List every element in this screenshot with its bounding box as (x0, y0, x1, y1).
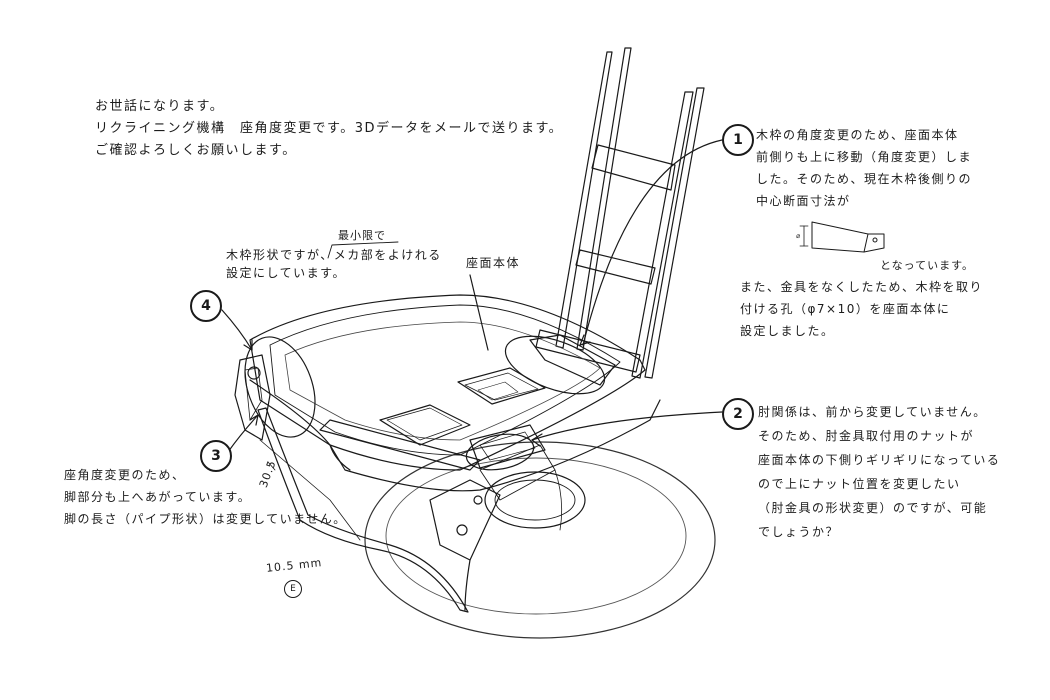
frame-note-line-2: 設定にしています。 (226, 266, 346, 280)
leader-3 (227, 414, 259, 453)
callout-3-line: 脚部分も上へあがっています。 (64, 490, 252, 504)
callout-1-after-sketch: となっています。 (880, 259, 975, 272)
svg-text:⌀: ⌀ (796, 232, 800, 240)
leader-1 (582, 139, 723, 346)
callout-1-text: 木枠の角度変更のため、座面本体 前側りも上に移動（角度変更）しま した。そのため… (756, 124, 972, 212)
callout-3-line: 座角度変更のため、 (64, 468, 186, 482)
callout-1-more-line: 付ける孔（φ7×10）を座面本体に (740, 302, 951, 316)
callout-number-2: 2 (722, 398, 754, 430)
callout-ellipse-4 (244, 336, 316, 438)
seat-body-label: 座面本体 (466, 256, 521, 270)
callout-2-line: ので上にナット位置を変更したい (758, 477, 961, 491)
callout-1-more-line: また、金具をなくしたため、木枠を取り (740, 280, 984, 294)
minimum-note: 最小限で (338, 229, 386, 242)
callout-number-1: 1 (722, 124, 754, 156)
callout-1-line: 中心断面寸法が (756, 194, 851, 208)
back-frame (535, 47, 705, 379)
callout-2-line: でしょうか？ (758, 525, 840, 539)
callout-1-line: 木枠の角度変更のため、座面本体 (756, 128, 959, 142)
callout-2-line: 座面本体の下側りギリギリになっている (758, 453, 1001, 467)
frame-note: 木枠形状ですが、メカ部をよけれる 設定にしています。 (226, 246, 442, 282)
callout-number-3: 3 (200, 440, 232, 472)
leader-seat-body (469, 274, 489, 351)
intro-note: お世話になります。 リクライニング機構 座角度変更です。3Dデータをメールで送り… (95, 96, 563, 162)
callout-2-line: 肘関係は、前から変更していません。 (758, 405, 987, 419)
callout-3-text: 座角度変更のため、 脚部分も上へあがっています。 脚の長さ（パイプ形状）は変更し… (64, 464, 347, 530)
callout-ellipse-2 (465, 433, 535, 471)
callout-1-more-line: 設定しました。 (740, 324, 835, 338)
callout-ellipse-1 (504, 335, 606, 395)
callout-2-line: （肘金具の形状変更）のですが、可能 (758, 501, 988, 515)
callout-1-more: また、金具をなくしたため、木枠を取り 付ける孔（φ7×10）を座面本体に 設定し… (740, 276, 983, 342)
callout-1-line: した。そのため、現在木枠後側りの (756, 172, 973, 186)
callout-1-line: 前側りも上に移動（角度変更）しま (756, 150, 973, 164)
intro-line-3: ご確認よろしくお願いします。 (95, 143, 297, 158)
section-sketch (799, 221, 885, 253)
leader-2 (531, 411, 723, 441)
leg-mechanism (234, 354, 563, 613)
seat-tray (249, 294, 661, 492)
callout-number-4: 4 (190, 290, 222, 322)
callout-2-text: 肘関係は、前から変更していません。 そのため、肘金具取付用のナットが 座面本体の… (758, 400, 1000, 544)
intro-line-1: お世話になります。 (95, 99, 225, 114)
frame-note-line-1: 木枠形状ですが、メカ部をよけれる (226, 248, 442, 262)
callout-3-line: 脚の長さ（パイプ形状）は変更していません。 (64, 512, 347, 526)
intro-line-2: リクライニング機構 座角度変更です。3Dデータをメールで送ります。 (95, 121, 564, 136)
dimension-mark: E (284, 580, 302, 598)
leader-4 (221, 309, 253, 351)
callout-2-line: そのため、肘金具取付用のナットが (758, 429, 975, 443)
